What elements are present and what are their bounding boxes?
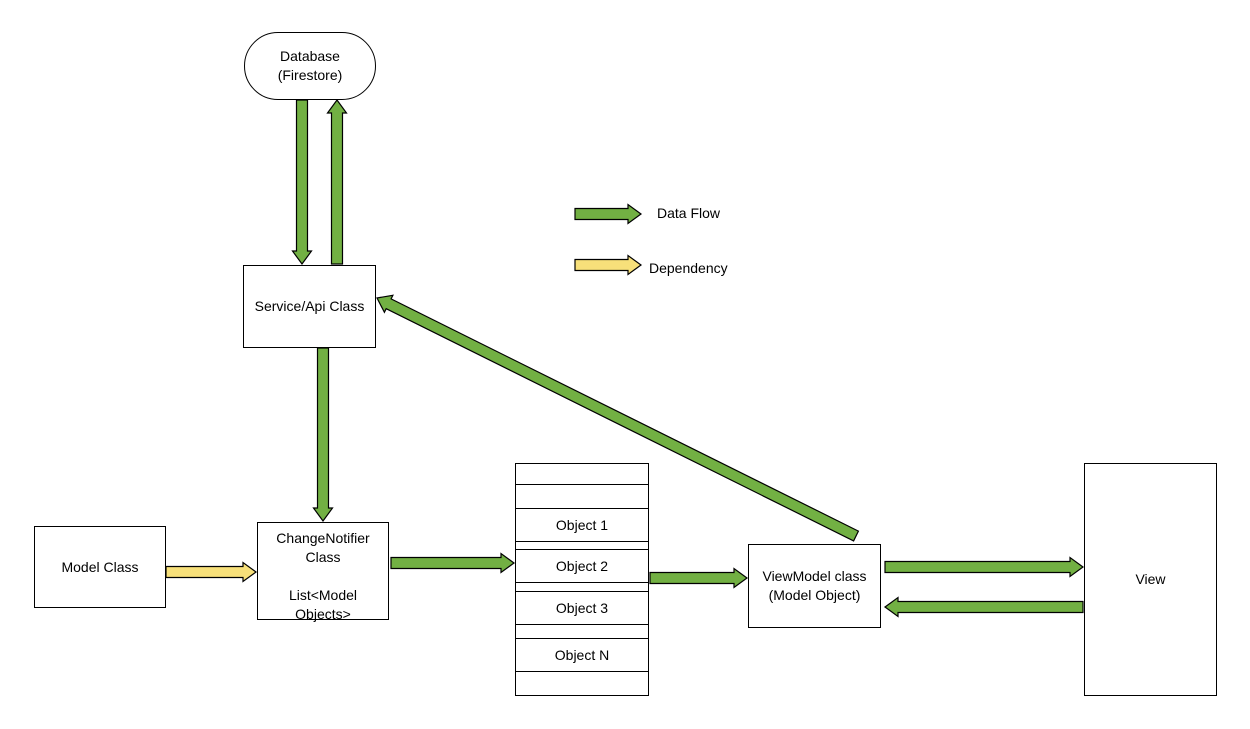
arrow-view-to-viewmodel <box>883 596 1084 618</box>
viewmodel-class-node: ViewModel class (Model Object) <box>748 544 881 628</box>
arrow-object-2-to-viewmodel <box>649 567 749 589</box>
service-api-class-label: Service/Api Class <box>254 298 365 314</box>
object-3-label: Object 3 <box>555 599 609 616</box>
view-node: View <box>1084 463 1217 696</box>
change-notifier-class-node: ChangeNotifier Class List<Model Objects> <box>257 522 389 622</box>
legend-dependency-label: Dependency <box>649 260 728 276</box>
object-2-label: Object 2 <box>555 557 609 574</box>
database-node: Database (Firestore) <box>244 32 376 100</box>
object-1-cell: Object 1 <box>515 508 649 542</box>
change-notifier-class-label: ChangeNotifier Class List<Model Objects> <box>276 530 370 622</box>
object-3-cell: Object 3 <box>515 591 649 625</box>
arrow-service-to-change-notifier <box>312 347 334 523</box>
object-1-label: Object 1 <box>555 516 609 533</box>
legend-data-flow-arrow <box>574 203 643 225</box>
arrow-model-class-to-change-notifier <box>165 561 258 583</box>
arrow-viewmodel-to-view <box>884 556 1085 578</box>
arrows-layer <box>165 98 1085 618</box>
model-class-label: Model Class <box>61 558 139 575</box>
legend-data-flow-label: Data Flow <box>657 205 721 221</box>
arrow-viewmodel-to-service <box>376 294 860 542</box>
viewmodel-class-label: ViewModel class (Model Object) <box>762 568 867 603</box>
database-label: Database (Firestore) <box>277 48 343 83</box>
object-n-cell: Object N <box>515 638 649 672</box>
arrow-service-to-database <box>326 98 348 265</box>
service-api-class-node: Service/Api Class <box>243 265 376 348</box>
object-n-label: Object N <box>554 646 610 663</box>
view-label: View <box>1135 571 1166 587</box>
object-list-header-cell <box>515 463 649 485</box>
model-class-node: Model Class <box>34 526 166 608</box>
arrow-database-to-service <box>291 99 313 266</box>
legend-dependency-arrow <box>574 254 643 276</box>
arrow-change-notifier-to-object-2 <box>390 552 516 574</box>
object-2-cell: Object 2 <box>515 549 649 583</box>
